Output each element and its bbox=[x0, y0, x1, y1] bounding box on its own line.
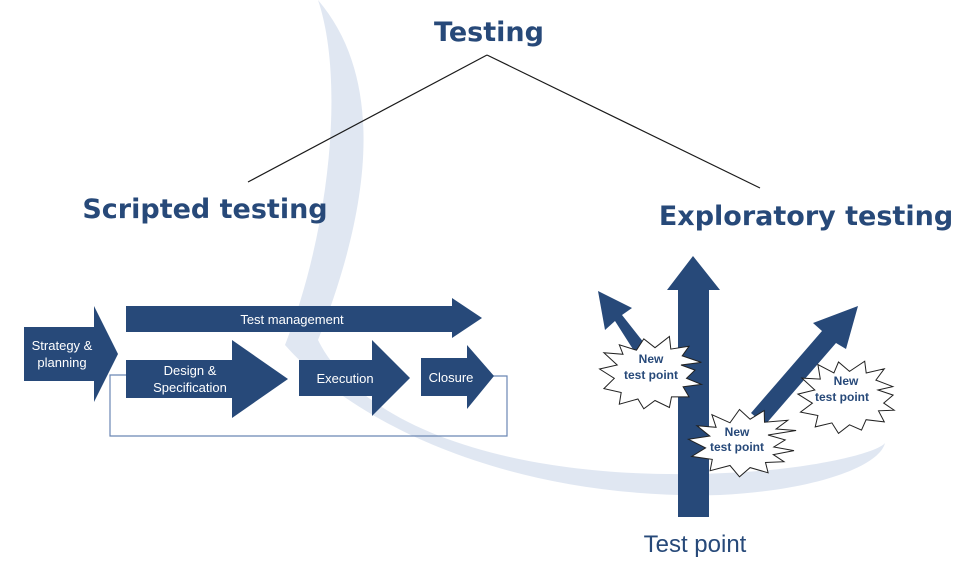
test-management-arrow bbox=[126, 298, 482, 338]
scripted-process: Test management Strategy & planning Desi… bbox=[24, 298, 508, 437]
execution-label: Execution bbox=[316, 371, 373, 386]
burst-right-line1: New bbox=[834, 374, 859, 388]
burst-center-line1: New bbox=[725, 425, 750, 439]
new-test-point-burst-left bbox=[598, 335, 704, 410]
right-branch-arrow bbox=[751, 306, 858, 425]
feedback-loop-line bbox=[109, 374, 508, 437]
design-label-line2: Specification bbox=[153, 380, 227, 395]
burst-right-line2: test point bbox=[815, 390, 869, 404]
design-label-line1: Design & bbox=[164, 363, 217, 378]
closure-label: Closure bbox=[429, 370, 474, 385]
design-specification-arrow bbox=[126, 340, 288, 418]
title-testing: Testing bbox=[434, 17, 544, 48]
hierarchy-lines bbox=[247, 54, 761, 189]
test-management-label: Test management bbox=[240, 312, 344, 327]
background-swoosh bbox=[285, 0, 885, 496]
heading-exploratory-testing: Exploratory testing bbox=[659, 201, 953, 232]
strategy-label-line1: Strategy & bbox=[32, 338, 93, 353]
heading-scripted-testing: Scripted testing bbox=[82, 194, 327, 225]
burst-center-line2: test point bbox=[710, 440, 764, 454]
burst-left-line1: New bbox=[639, 352, 664, 366]
new-test-point-burst-center bbox=[686, 408, 797, 478]
execution-arrow bbox=[299, 340, 410, 416]
test-point-origin-label: Test point bbox=[644, 531, 747, 558]
closure-arrow bbox=[421, 345, 494, 409]
exploratory-diagram: New test point New test point New test p… bbox=[598, 256, 896, 558]
new-test-point-burst-right bbox=[796, 360, 896, 435]
burst-left-line2: test point bbox=[624, 368, 678, 382]
strategy-label-line2: planning bbox=[37, 355, 86, 370]
strategy-planning-arrow bbox=[24, 306, 118, 402]
